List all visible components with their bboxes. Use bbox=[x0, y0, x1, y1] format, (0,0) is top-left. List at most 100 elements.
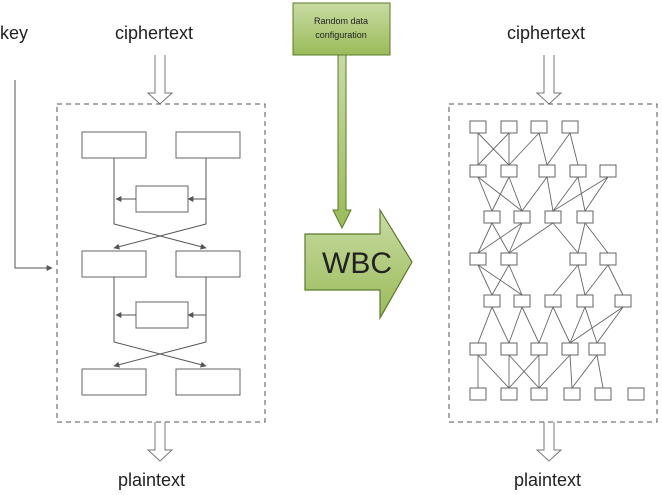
lookup-table-box bbox=[563, 387, 581, 401]
network-link bbox=[508, 222, 523, 254]
whitebox-network-lines bbox=[477, 132, 624, 389]
config-to-wbc-arrow bbox=[332, 54, 352, 230]
lookup-table-box bbox=[594, 387, 612, 401]
network-link bbox=[508, 354, 540, 389]
lookup-table-box bbox=[500, 252, 518, 266]
network-link bbox=[477, 354, 510, 389]
left-plaintext-label: plaintext bbox=[118, 470, 185, 490]
lookup-table-box bbox=[513, 210, 531, 224]
left-ciphertext-label: ciphertext bbox=[115, 23, 193, 43]
network-link bbox=[508, 222, 554, 254]
network-link bbox=[584, 306, 598, 344]
network-link bbox=[552, 306, 571, 344]
key-arrow bbox=[14, 80, 53, 271]
lookup-table-box bbox=[483, 294, 501, 308]
lookup-table-box bbox=[469, 342, 487, 356]
network-link bbox=[491, 264, 510, 296]
network-link bbox=[584, 176, 609, 212]
right-input-arrow bbox=[535, 55, 563, 105]
lookup-table-box bbox=[544, 210, 562, 224]
lookup-table-box bbox=[569, 164, 587, 178]
lookup-table-box bbox=[530, 387, 548, 401]
lookup-table-box bbox=[530, 342, 548, 356]
network-link bbox=[596, 306, 624, 344]
network-link bbox=[521, 176, 548, 212]
network-link bbox=[546, 176, 554, 212]
random-data-config-box bbox=[292, 2, 391, 56]
lookup-table-box bbox=[614, 294, 632, 308]
right-output-arrow bbox=[535, 422, 563, 462]
network-link bbox=[596, 354, 604, 389]
lookup-table-box bbox=[530, 120, 548, 134]
left-input-arrow bbox=[146, 55, 174, 105]
network-link bbox=[584, 222, 609, 254]
right-plaintext-label: plaintext bbox=[514, 470, 581, 490]
network-link bbox=[569, 306, 586, 344]
network-link bbox=[577, 222, 586, 254]
lookup-table-box bbox=[627, 387, 645, 401]
lookup-table-box bbox=[469, 120, 487, 134]
network-link bbox=[508, 306, 523, 344]
lookup-table-box bbox=[569, 252, 587, 266]
network-link bbox=[577, 264, 586, 296]
network-link bbox=[552, 176, 609, 212]
wbc-label: WBC bbox=[322, 247, 392, 280]
network-link bbox=[508, 176, 523, 212]
network-link bbox=[569, 354, 573, 389]
network-link bbox=[477, 176, 493, 212]
network-link bbox=[538, 132, 548, 166]
network-link bbox=[477, 132, 510, 166]
network-link bbox=[491, 176, 510, 212]
whitebox-frame bbox=[448, 103, 658, 423]
network-link bbox=[552, 176, 579, 212]
lookup-table-box bbox=[513, 294, 531, 308]
network-link bbox=[508, 264, 523, 296]
lookup-table-box bbox=[544, 294, 562, 308]
config-line-2: configuration bbox=[315, 30, 367, 40]
network-link bbox=[569, 306, 624, 344]
network-link bbox=[552, 222, 579, 254]
network-link bbox=[571, 354, 598, 389]
left-cipher-frame bbox=[56, 103, 266, 423]
lookup-table-box bbox=[576, 294, 594, 308]
network-link bbox=[538, 306, 554, 344]
lookup-table-box bbox=[576, 210, 594, 224]
network-link bbox=[491, 306, 510, 344]
lookup-table-box bbox=[469, 387, 487, 401]
left-cipher-boxes bbox=[81, 131, 241, 396]
network-link bbox=[577, 176, 586, 212]
key-label: key bbox=[0, 23, 28, 43]
lookup-table-box bbox=[500, 164, 518, 178]
lookup-table-box bbox=[483, 210, 501, 224]
network-link bbox=[477, 264, 493, 296]
network-link bbox=[546, 132, 571, 166]
lookup-table-box bbox=[500, 387, 518, 401]
lookup-table-box bbox=[588, 342, 606, 356]
network-link bbox=[521, 306, 540, 344]
network-link bbox=[477, 222, 493, 254]
network-link bbox=[508, 132, 540, 166]
left-output-arrow bbox=[146, 422, 174, 462]
network-link bbox=[538, 354, 571, 389]
lookup-table-box bbox=[500, 120, 518, 134]
lookup-table-box bbox=[469, 252, 487, 266]
lookup-table-box bbox=[561, 120, 579, 134]
left-cipher-lines bbox=[113, 158, 207, 368]
wbc-arrow bbox=[304, 207, 413, 321]
network-link bbox=[477, 222, 523, 254]
network-link bbox=[584, 264, 609, 296]
network-link bbox=[477, 306, 493, 344]
network-link bbox=[607, 264, 624, 296]
right-ciphertext-label: ciphertext bbox=[507, 23, 585, 43]
config-line-1: Random data bbox=[314, 16, 368, 26]
lookup-table-box bbox=[561, 342, 579, 356]
lookup-table-box bbox=[500, 342, 518, 356]
lookup-table-box bbox=[538, 164, 556, 178]
lookup-table-box bbox=[599, 164, 617, 178]
network-link bbox=[569, 132, 579, 166]
whitebox-network-boxes bbox=[469, 120, 645, 401]
lookup-table-box bbox=[469, 164, 487, 178]
network-link bbox=[552, 264, 579, 296]
lookup-table-box bbox=[599, 252, 617, 266]
